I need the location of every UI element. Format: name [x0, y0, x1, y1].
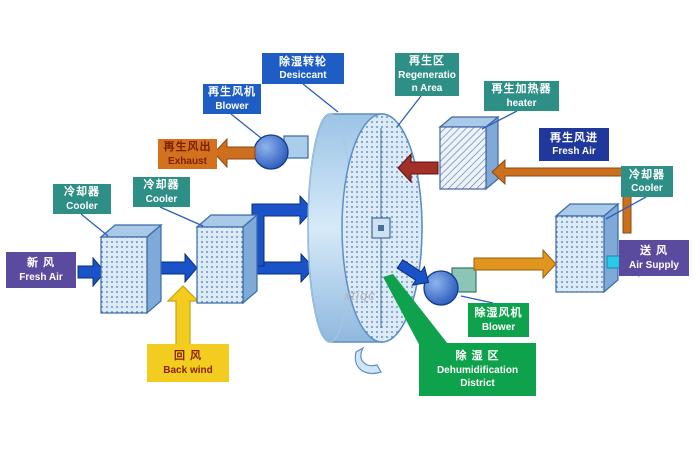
label-desiccant-zh: 除湿转轮	[279, 55, 327, 68]
label-regen-fresh-en: Fresh Air	[552, 146, 596, 158]
cooler-unit-right	[554, 202, 620, 294]
label-desiccant-en: Desiccant	[279, 70, 327, 82]
ribbon-icon	[354, 346, 382, 374]
label-back-wind-zh: 回 风	[173, 350, 203, 363]
label-back-wind: 回 风 Back wind	[147, 344, 229, 382]
label-cooler-right: 冷却器 Cooler	[621, 166, 673, 197]
supply-blower	[423, 267, 477, 306]
label-air-supply: 送 风 Air Supply	[619, 240, 689, 276]
cooler-unit-2	[195, 213, 259, 305]
label-dehum-district-en: Dehumidification	[436, 364, 519, 376]
label-fresh-air-zh: 新 风	[26, 257, 56, 270]
label-regen-fresh-air: 再生风进 Fresh Air	[539, 128, 609, 161]
wheel-to-blower-arrow	[396, 259, 430, 286]
callout-regen-area	[396, 95, 422, 128]
fresh-air-arrow	[77, 256, 106, 288]
regen-hot-air-arrow	[397, 152, 439, 184]
label-dehum-blower-en: Blower	[481, 321, 516, 333]
label-regeneration-area: 再生区 Regeneration Area	[395, 53, 459, 96]
label-regen-blower-en: Blower	[215, 100, 249, 112]
return-air-arrow	[166, 285, 200, 347]
label-regen-heater: 再生加热器 heater	[484, 81, 559, 111]
label-cooler-right-en: Cooler	[631, 183, 663, 195]
label-cooler-1: 冷却器 Cooler	[53, 184, 111, 214]
callout-regen-blower	[230, 113, 262, 139]
label-dehum-district: 除 湿 区 Dehumidification District	[419, 343, 536, 396]
label-dehum-district-zh: 除 湿 区	[455, 350, 500, 363]
label-regen-fresh-zh: 再生风进	[550, 131, 598, 144]
label-dehum-blower: 除湿风机 Blower	[468, 303, 529, 337]
label-back-wind-en: Back wind	[163, 364, 213, 376]
label-cooler-right-zh: 冷却器	[629, 168, 665, 181]
label-fresh-air-en: Fresh Air	[19, 271, 63, 283]
regen-blower	[253, 134, 309, 170]
label-cooler-2: 冷却器 Cooler	[133, 177, 190, 207]
exhaust-arrow	[213, 137, 256, 169]
label-regen-area-zh: 再生区	[409, 55, 445, 68]
supply-blower-arrow	[473, 248, 557, 280]
callout-desiccant	[302, 83, 339, 113]
label-fresh-air: 新 风 Fresh Air	[6, 252, 76, 288]
label-exhaust-en: Exhaust	[168, 155, 207, 167]
callout-cooler-right	[605, 196, 647, 220]
callout-lines	[80, 83, 647, 304]
label-dehum-district-en2: District	[460, 377, 495, 389]
label-regen-heater-en: heater	[506, 97, 537, 109]
label-regen-heater-zh: 再生加热器	[491, 83, 552, 96]
callout-cooler1	[80, 213, 109, 237]
label-regen-blower-zh: 再生风机	[208, 86, 256, 99]
heater-unit	[438, 115, 500, 191]
label-dehum-blower-zh: 除湿风机	[474, 307, 523, 320]
dehum-zone-pointer	[383, 274, 448, 350]
callout-cooler2	[159, 206, 204, 227]
label-cooler2-en: Cooler	[145, 193, 178, 205]
callout-dehum-blower	[460, 295, 494, 304]
watermark-text: xtjqc	[344, 288, 376, 303]
callout-regen-heater	[481, 110, 518, 130]
label-regen-blower: 再生风机 Blower	[203, 84, 261, 114]
label-air-supply-en: Air Supply	[628, 259, 679, 271]
label-exhaust: 再生风出 Exhaust	[158, 139, 217, 169]
label-cooler1-en: Cooler	[66, 200, 98, 212]
label-desiccant-wheel: 除湿转轮 Desiccant	[262, 53, 344, 84]
regen-intake-arrow	[491, 158, 632, 234]
label-cooler2-zh: 冷却器	[143, 179, 180, 192]
cooler-unit-1	[99, 223, 163, 315]
label-air-supply-zh: 送 风	[639, 245, 669, 258]
label-exhaust-zh: 再生风出	[163, 141, 212, 154]
label-cooler1-zh: 冷却器	[64, 186, 100, 199]
process-air-upper-arrow	[251, 194, 314, 267]
label-regen-area-en: Regeneration Area	[398, 69, 456, 94]
